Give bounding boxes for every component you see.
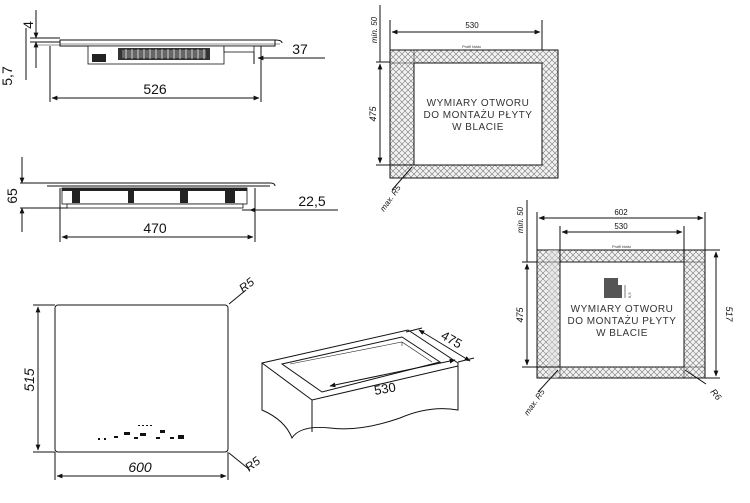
recess-outer-width: 602 <box>614 208 628 217</box>
perspective-view: 475 530 <box>261 327 475 440</box>
recess-margin: min. 50 <box>516 206 525 233</box>
top-radius-bottom: R5 <box>242 454 263 475</box>
top-view: 515 600 R5 R5 <box>21 275 263 480</box>
recess-height: 475 <box>515 307 525 323</box>
recess-caption-3: W BLACIE <box>596 328 648 339</box>
side-view-1: 4 5,7 37 526 <box>0 10 325 102</box>
flush-height: 475 <box>368 106 378 122</box>
recess-inner-width: 530 <box>614 222 628 231</box>
recess-radius-left: max. R5 <box>522 387 547 417</box>
flush-caption-1: WYMIARY OTWORU <box>427 98 530 109</box>
side2-offset: 22,5 <box>298 193 325 209</box>
flush-width: 530 <box>465 21 479 30</box>
cutout-flush: 530 Profil blatu min. 50 475 max. R5 WYM… <box>368 5 559 213</box>
recess-caption-1: WYMIARY OTWORU <box>571 304 674 315</box>
side2-height: 65 <box>4 188 20 204</box>
recess-step: 6,5 <box>627 292 632 298</box>
perspective-depth: 475 <box>439 328 465 352</box>
side1-width: 526 <box>143 81 167 97</box>
top-radius-top: R5 <box>236 275 257 296</box>
recess-outer-height: 517 <box>724 306 734 322</box>
top-width: 600 <box>128 459 152 475</box>
flush-edge-label: Profil blatu <box>462 44 481 49</box>
side1-overhang: 37 <box>292 41 308 57</box>
side2-width: 470 <box>143 220 167 236</box>
recess-radius-right: R6 <box>708 387 723 402</box>
side-view-2: 65 22,5 470 <box>4 157 338 242</box>
perspective-width: 530 <box>373 379 397 398</box>
top-height: 515 <box>21 368 37 392</box>
side1-height-total: 5,7 <box>0 66 15 86</box>
recess-caption-2: DO MONTAŻU PŁYTY <box>568 314 677 327</box>
recess-edge-label: Profil blatu <box>612 244 631 249</box>
flush-margin: min. 50 <box>370 16 379 43</box>
cutout-recess: 602 530 Profil blatu 6,5 min. 50 475 517… <box>515 200 734 417</box>
side1-height-top: 4 <box>20 21 36 29</box>
touch-controls <box>98 425 184 440</box>
flush-radius: max. R5 <box>378 183 403 213</box>
flush-caption-2: DO MONTAŻU PŁYTY <box>424 108 533 121</box>
flush-caption-3: W BLACIE <box>452 122 504 133</box>
